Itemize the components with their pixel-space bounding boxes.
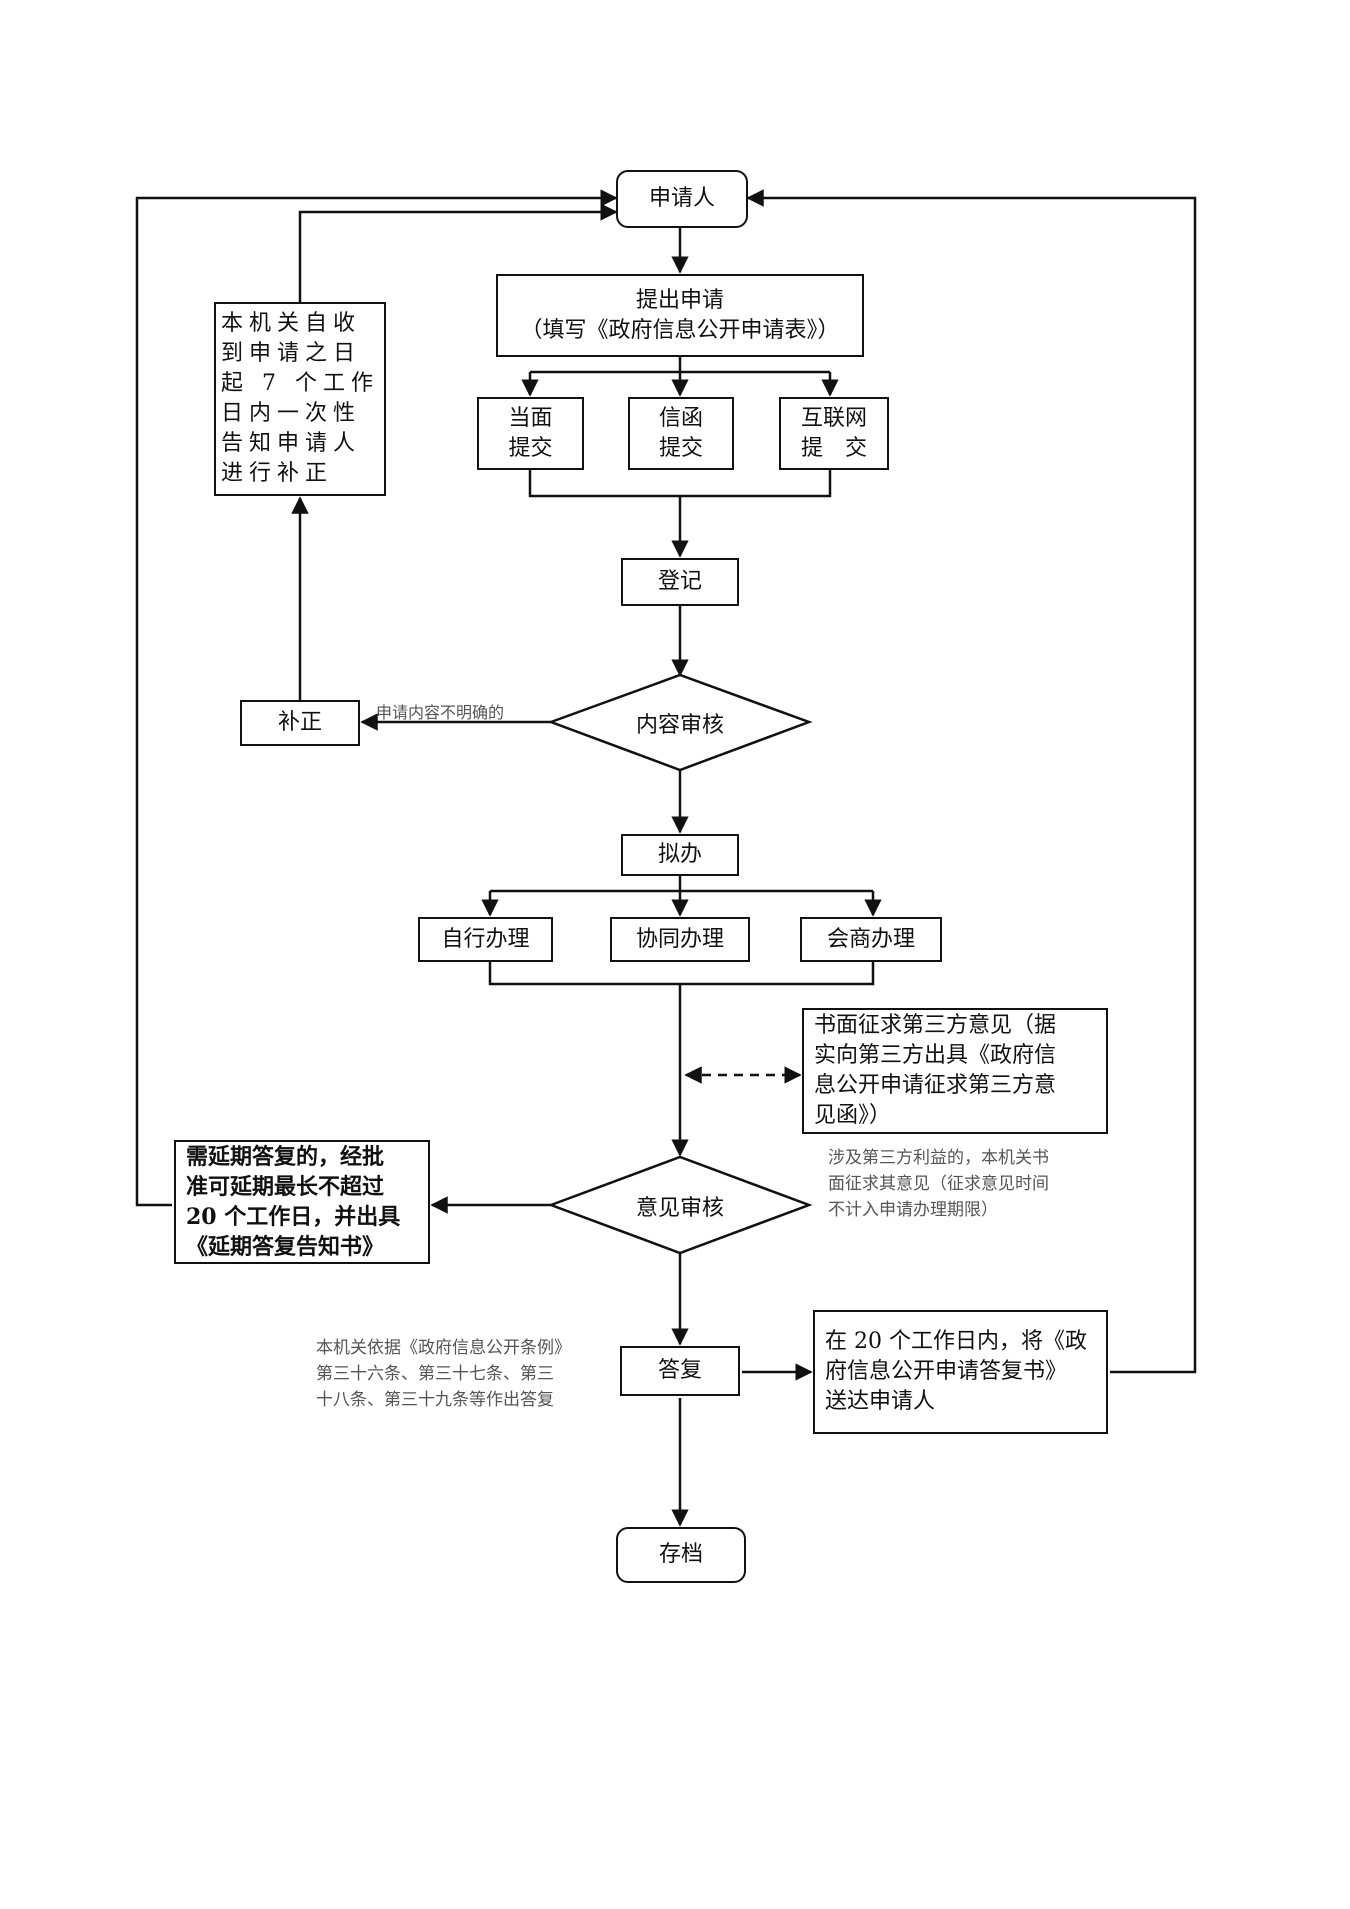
edge-draft-split (490, 876, 873, 893)
draft-node: 拟办 (621, 834, 739, 876)
self-handle-node: 自行办理 (418, 917, 553, 962)
register-node: 登记 (621, 558, 739, 606)
in-person-node: 当面 提交 (477, 397, 584, 470)
edge-extension-applicant (135, 189, 618, 1207)
edge-submit-split (530, 357, 830, 374)
edge-notify-applicant (298, 203, 618, 302)
by-letter-node: 信函 提交 (628, 397, 734, 470)
opinion-review-label: 意见审核 (635, 1196, 724, 1221)
third-party-interest-note: 涉及第三方利益的，本机关书 面征求其意见（征求意见时间 不计入申请办理期限） (828, 1148, 1049, 1220)
third-party-node: 书面征求第三方意见（据 实向第三方出具《政府信 息公开申请征求第三方意 见函》） (802, 1008, 1108, 1134)
consult-handle-node: 会商办理 (800, 917, 942, 962)
reply-node: 答复 (620, 1346, 740, 1396)
applicant-node: 申请人 (616, 170, 748, 228)
archive-node: 存档 (616, 1527, 746, 1583)
extension-node: 需延期答复的，经批 准可延期最长不超过 20 个工作日，并出具 《延期答复告知书… (174, 1140, 430, 1264)
internet-node: 互联网 提 交 (779, 397, 889, 470)
correction-node: 补正 (240, 700, 360, 746)
deliver-node: 在 20 个工作日内，将《政 府信息公开申请答复书》 送达申请人 (813, 1310, 1108, 1434)
reply-basis-note: 本机关依据《政府信息公开条例》 第三十六条、第三十七条、第三 十八条、第三十九条… (316, 1338, 571, 1410)
edge-submit-merge (528, 470, 832, 498)
edge-deliver-applicant (746, 189, 1197, 1374)
content-review-label: 内容审核 (635, 713, 724, 738)
joint-handle-node: 协同办理 (610, 917, 750, 962)
notify-correction-node: 本机关自收 到申请之日 起 7 个工作 日内一次性 告知申请人 进行补正 (214, 302, 386, 496)
unclear-content-note: 申请内容不明确的 (376, 703, 505, 722)
submit-node: 提出申请 （填写《政府信息公开申请表》） (496, 274, 864, 357)
content-review-diamond (547, 673, 813, 772)
opinion-review-diamond (547, 1155, 813, 1255)
edge-handle-merge (488, 962, 875, 986)
